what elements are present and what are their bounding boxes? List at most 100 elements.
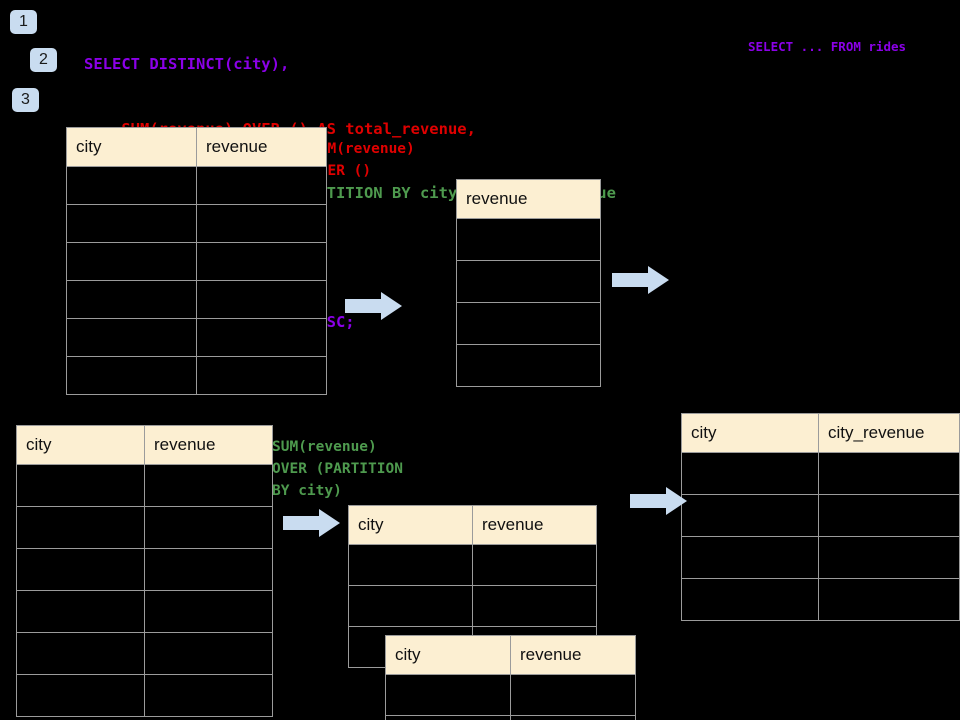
cell-revenue — [196, 280, 327, 319]
cell-revenue — [456, 344, 601, 387]
table-partition-back: city revenue — [348, 505, 597, 668]
table-row — [456, 302, 601, 345]
table-header-row: city revenue — [348, 505, 597, 545]
cell-revenue — [144, 464, 273, 507]
table-header-row: city revenue — [16, 425, 273, 465]
column-header-city: city — [16, 425, 145, 465]
step-badge-2[interactable]: 2 — [30, 48, 57, 72]
cell-revenue — [196, 204, 327, 243]
cell-revenue — [472, 585, 597, 627]
cell-city — [66, 280, 197, 319]
cell-revenue — [456, 260, 601, 303]
column-header-city: city — [348, 505, 473, 545]
column-header-revenue: revenue — [456, 179, 601, 219]
table-row — [385, 674, 636, 716]
arrow-right-icon — [283, 509, 340, 537]
cell-city — [66, 356, 197, 395]
cell-city — [16, 674, 145, 717]
cell-city — [16, 548, 145, 591]
column-header-city: city — [385, 635, 511, 675]
cell-revenue — [456, 302, 601, 345]
column-header-revenue: revenue — [472, 505, 597, 545]
cell-city — [16, 464, 145, 507]
table-row — [16, 464, 273, 507]
table-row — [680, 578, 960, 621]
cell-city — [680, 494, 820, 537]
cell-revenue — [144, 674, 273, 717]
cell-city — [385, 674, 511, 716]
table-row — [66, 242, 327, 281]
table-header-row: city revenue — [66, 127, 327, 167]
table-row — [66, 204, 327, 243]
table-row — [16, 632, 273, 675]
column-header-city: city — [66, 127, 197, 167]
table-partition-front: city revenue — [385, 635, 636, 720]
table-row — [16, 674, 273, 717]
cell-city — [66, 242, 197, 281]
cell-city — [348, 585, 473, 627]
column-header-city: city — [680, 413, 820, 453]
side-note-select-from: SELECT ... FROM rides — [748, 39, 907, 54]
table-row — [66, 166, 327, 205]
cell-city — [66, 318, 197, 357]
column-header-revenue: revenue — [196, 127, 327, 167]
cell-city — [16, 506, 145, 549]
cell-revenue — [144, 590, 273, 633]
step-badge-3-label: 3 — [21, 91, 30, 108]
cell-revenue — [510, 674, 636, 716]
cell-city — [385, 715, 511, 720]
table-header-row: revenue — [456, 179, 601, 219]
cell-city — [348, 544, 473, 586]
cell-city — [66, 166, 197, 205]
cell-city — [16, 632, 145, 675]
sql-line-select: SELECT DISTINCT(city), — [84, 55, 290, 73]
arrow-right-icon — [345, 292, 402, 320]
cell-revenue — [456, 218, 601, 261]
cell-revenue — [144, 506, 273, 549]
column-header-city-revenue: city_revenue — [818, 413, 960, 453]
cell-city — [680, 578, 820, 621]
cell-city — [16, 590, 145, 633]
annotation-city-revenue: SUM(revenue) OVER (PARTITION BY city) — [272, 439, 403, 499]
table-row — [680, 494, 960, 537]
step-badge-3[interactable]: 3 — [12, 88, 39, 112]
table-row — [16, 506, 273, 549]
cell-city — [66, 204, 197, 243]
table-row — [16, 590, 273, 633]
table-result: city city_revenue — [680, 413, 960, 621]
table-header-row: city revenue — [385, 635, 636, 675]
cell-revenue — [196, 242, 327, 281]
cell-city — [680, 452, 820, 495]
cell-revenue — [472, 544, 597, 586]
step-badge-1-label: 1 — [19, 13, 28, 30]
step-badge-1[interactable]: 1 — [10, 10, 37, 34]
table-row — [456, 344, 601, 387]
annotation-total-revenue: SUM(revenue) OVER () — [310, 141, 415, 179]
table-row — [456, 218, 601, 261]
arrow-right-icon — [612, 266, 669, 294]
table-row — [348, 585, 597, 627]
table-row — [680, 452, 960, 495]
cell-revenue — [196, 166, 327, 205]
cell-city — [680, 536, 820, 579]
table-row — [66, 318, 327, 357]
cell-revenue — [196, 318, 327, 357]
cell-revenue — [144, 548, 273, 591]
table-row — [16, 548, 273, 591]
cell-revenue — [510, 715, 636, 720]
arrow-right-icon — [630, 487, 687, 515]
cell-city-revenue — [818, 536, 960, 579]
table-total-revenue: revenue — [456, 179, 601, 387]
table-rides-top: city revenue — [66, 127, 327, 395]
table-row — [66, 356, 327, 395]
cell-city-revenue — [818, 452, 960, 495]
cell-revenue — [196, 356, 327, 395]
table-row — [348, 544, 597, 586]
table-rides-bottom: city revenue — [16, 425, 273, 717]
cell-city-revenue — [818, 494, 960, 537]
table-header-row: city city_revenue — [680, 413, 960, 453]
table-row — [66, 280, 327, 319]
table-row — [456, 260, 601, 303]
table-row — [385, 715, 636, 720]
